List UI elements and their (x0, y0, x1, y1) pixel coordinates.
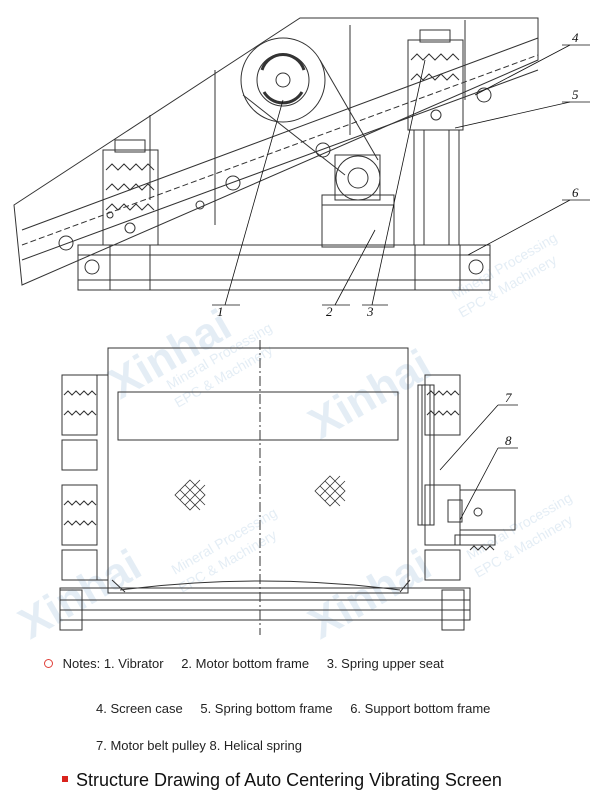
watermark-group: Xinhai Mineral Processing EPC & Machiner… (11, 229, 576, 648)
motor-belt-pulley (417, 384, 435, 526)
note-item: 8. Helical spring (209, 738, 302, 753)
mesh-left (174, 479, 206, 511)
callout-label: 5 (572, 87, 579, 102)
callout-label: 7 (505, 390, 512, 405)
plan-motor (459, 489, 516, 531)
note-item: 1. Vibrator (103, 656, 164, 671)
notes-prefix: Notes: (62, 656, 101, 671)
screen-case (13, 17, 539, 286)
mesh-right (314, 475, 346, 507)
figure-title-text: Structure Drawing of Auto Centering Vibr… (76, 770, 502, 790)
note-item: 7. Motor belt pulley (96, 738, 206, 753)
callout-label: 2 (326, 304, 333, 319)
support-bottom-frame (77, 244, 491, 291)
note-item: 5. Spring bottom frame (200, 701, 333, 716)
note-item: 3. Spring upper seat (326, 656, 444, 671)
right-spring-assembly (407, 29, 464, 246)
plan-left-springs (61, 374, 108, 581)
callout-label: 4 (572, 30, 579, 45)
motor-bottom-frame (321, 194, 395, 248)
callout-label: 3 (366, 304, 374, 319)
notes-line: Notes: 1. Vibrator 2. Motor bottom frame… (44, 656, 458, 671)
callout-label: 6 (572, 185, 579, 200)
structure-drawing: Xinhai Mineral Processing EPC & Machiner… (11, 17, 590, 649)
figure-title: Structure Drawing of Auto Centering Vibr… (62, 770, 502, 791)
plan-right-springs (417, 374, 516, 581)
plan-view (59, 340, 518, 635)
vibrator-pulley (240, 37, 326, 123)
screen-box (107, 347, 409, 594)
note-item: 4. Screen case (96, 701, 183, 716)
note-item: 2. Motor bottom frame (181, 656, 310, 671)
notes-line: 4. Screen case 5. Spring bottom frame 6.… (96, 701, 504, 716)
watermark-brand: Xinhai (11, 540, 150, 648)
notes-line: 7. Motor belt pulley 8. Helical spring (96, 738, 302, 753)
watermark-brand: Xinhai (301, 340, 440, 448)
watermark-brand: Xinhai (301, 540, 440, 648)
note-item: 6. Support bottom frame (350, 701, 491, 716)
square-bullet-icon (62, 776, 68, 783)
leader-lines (212, 44, 590, 306)
side-elevation (13, 17, 590, 306)
callout-label: 1 (217, 304, 224, 319)
circle-bullet-icon (44, 659, 53, 669)
motor (334, 154, 381, 201)
callout-label: 8 (505, 433, 512, 448)
